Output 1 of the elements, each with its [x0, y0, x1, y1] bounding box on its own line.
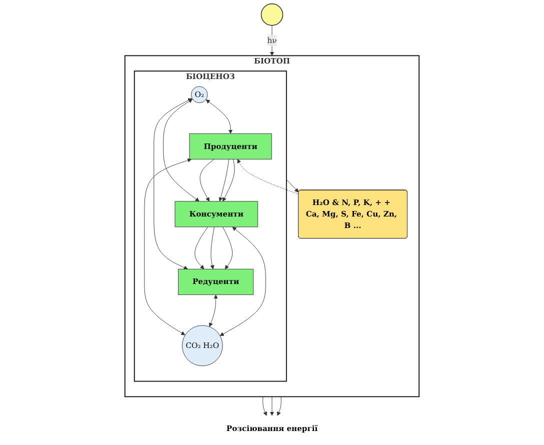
node-circle	[260, 3, 284, 26]
